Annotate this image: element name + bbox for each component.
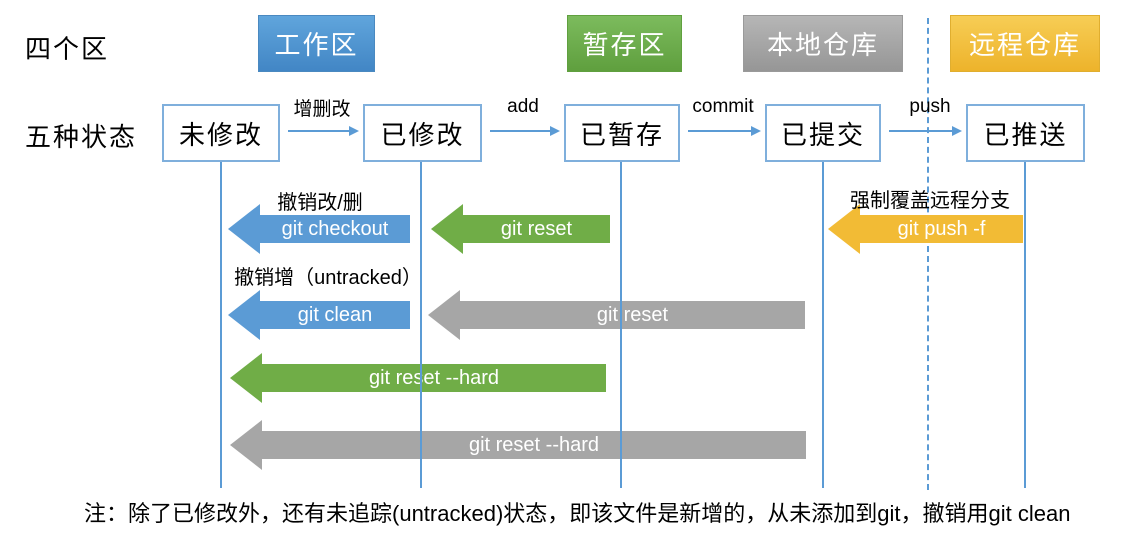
left-arrowhead-icon xyxy=(230,353,262,403)
right-arrow-icon xyxy=(490,126,560,136)
command-label: git reset xyxy=(463,215,610,243)
areas-row-label: 四个区 xyxy=(25,34,110,64)
area-box-staging: 暂存区 xyxy=(567,15,682,72)
command-arrow-git-push-force: git push -f xyxy=(828,204,1023,254)
area-box-working-dir: 工作区 xyxy=(258,15,375,72)
state-box-staged: 已暂存 xyxy=(564,104,680,162)
lifeline-committed xyxy=(822,162,824,488)
annotation-undo-untracked: 撤销增（untracked） xyxy=(234,267,422,289)
command-arrow-git-reset-hard-committed: git reset --hard xyxy=(230,420,806,470)
right-arrow-icon xyxy=(688,126,761,136)
left-arrowhead-icon xyxy=(228,204,260,254)
state-box-committed: 已提交 xyxy=(765,104,881,162)
command-label: git reset --hard xyxy=(262,431,806,459)
command-label: git checkout xyxy=(260,215,410,243)
states-row-label: 五种状态 xyxy=(25,122,138,152)
left-arrowhead-icon xyxy=(828,204,860,254)
command-arrow-git-checkout: git checkout xyxy=(228,204,410,254)
transition-label-add: add xyxy=(507,96,539,117)
right-arrow-icon xyxy=(288,126,359,136)
command-label: git push -f xyxy=(860,215,1023,243)
state-box-unmodified: 未修改 xyxy=(162,104,280,162)
right-arrow-icon xyxy=(889,126,962,136)
left-arrowhead-icon xyxy=(431,204,463,254)
annotation-undo-change: 撤销改/删 xyxy=(277,192,363,214)
left-arrowhead-icon xyxy=(230,420,262,470)
command-arrow-git-clean: git clean xyxy=(228,290,410,340)
command-label: git clean xyxy=(260,301,410,329)
lifeline-pushed xyxy=(1024,162,1026,488)
command-label: git reset --hard xyxy=(262,364,606,392)
state-box-modified: 已修改 xyxy=(363,104,482,162)
transition-label-modify: 增删改 xyxy=(293,99,351,120)
transition-label-push: push xyxy=(909,96,951,117)
remote-boundary-dashed-line xyxy=(927,18,929,490)
command-label: git reset xyxy=(460,301,805,329)
command-arrow-git-reset-committed: git reset xyxy=(428,290,805,340)
annotation-force-push: 强制覆盖远程分支 xyxy=(850,190,1010,212)
area-box-remote-repo: 远程仓库 xyxy=(950,15,1100,72)
lifeline-modified xyxy=(420,162,422,488)
state-box-pushed: 已推送 xyxy=(966,104,1085,162)
transition-label-commit: commit xyxy=(692,96,754,117)
lifeline-staged xyxy=(620,162,622,488)
lifeline-unmodified xyxy=(220,162,222,488)
command-arrow-git-reset-staged: git reset xyxy=(431,204,610,254)
command-arrow-git-reset-hard-staged: git reset --hard xyxy=(230,353,606,403)
area-box-local-repo: 本地仓库 xyxy=(743,15,903,72)
left-arrowhead-icon xyxy=(228,290,260,340)
left-arrowhead-icon xyxy=(428,290,460,340)
footnote: 注：除了已修改外，还有未追踪(untracked)状态，即该文件是新增的，从未添… xyxy=(84,501,1071,526)
